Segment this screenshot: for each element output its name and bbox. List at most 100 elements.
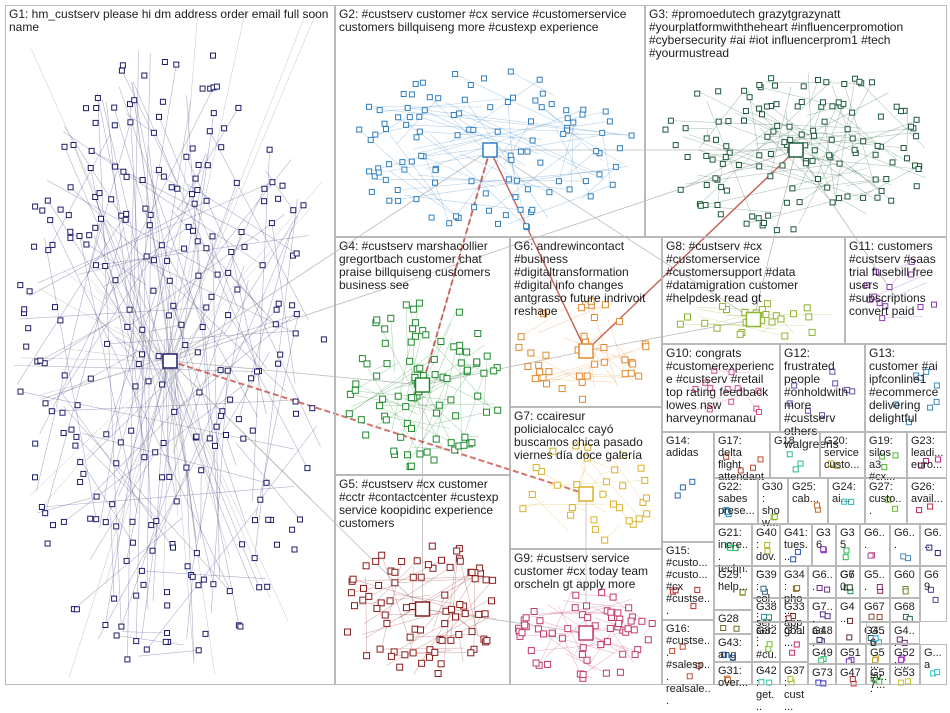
- group-box-g73: G73: [808, 664, 836, 685]
- group-box-g35: G35: [836, 524, 860, 566]
- group-label: G8: #custserv #cx #customerservice #cust…: [666, 240, 842, 305]
- group-label: G15: #custo... #custo... #cx #custse...: [666, 545, 711, 617]
- group-box-g4: G4: #custserv marshacollier gregortbach …: [335, 237, 510, 475]
- group-label: G27: custo...: [869, 481, 904, 517]
- group-box-g13: G13: customer #ai ipfconline1 #ecommerce…: [865, 344, 947, 432]
- group-label: G30: show...: [762, 481, 785, 529]
- group-label: G16: #custse... #salesp... realsale...: [666, 623, 711, 707]
- group-label: G47: [840, 667, 863, 679]
- group-label: G5: #custserv #cx customer #cctr #contac…: [339, 478, 507, 530]
- group-box-g57: G57...: [866, 664, 890, 685]
- group-box-g24: G24: ai...: [828, 478, 865, 524]
- group-box-g28: G28: [714, 610, 752, 634]
- group-box-g51: G51: [836, 644, 866, 664]
- group-box-g10: G10: congrats #customerexperience #custs…: [662, 344, 780, 432]
- group-box-g52: G52: ...: [890, 644, 920, 664]
- group-box-g6c: G6...: [890, 524, 920, 566]
- group-box-g53: G53: [890, 664, 920, 685]
- group-label: G42: get...: [756, 665, 777, 713]
- group-box-g5x: G5...: [860, 566, 890, 598]
- group-label: G60: [894, 569, 917, 581]
- group-label: G22: sabes prese...: [718, 481, 755, 517]
- group-label: G13: customer #ai ipfconline1 #ecommerce…: [869, 347, 944, 425]
- group-box-g69: G69: [920, 566, 947, 622]
- group-box-g23: G23: leadi... euro...: [907, 432, 947, 478]
- group-box-g16: G16: #custse... #salesp... realsale...: [662, 620, 714, 685]
- group-label: G29: help...: [718, 569, 749, 593]
- group-box-g1: G1: hm_custserv please hi dm address ord…: [5, 5, 335, 685]
- group-label: G4...: [840, 601, 857, 625]
- group-label: G51: [840, 647, 863, 659]
- group-box-g43: G43: ang: [714, 634, 752, 662]
- group-label: G18: [774, 435, 817, 447]
- group-box-g56: G56: [866, 622, 890, 644]
- group-box-g48: G48: [808, 622, 836, 644]
- group-box-g22: G22: sabes prese...: [714, 478, 758, 524]
- group-label: G... a: [924, 647, 944, 671]
- group-label: G67: [864, 601, 887, 613]
- group-box-g15: G15: #custo... #custo... #cx #custse...: [662, 542, 714, 620]
- group-box-g60: G60: [890, 566, 920, 598]
- group-box-g6: G6: andrewincontact #business #digitaltr…: [510, 237, 662, 407]
- group-label: G24: ai...: [832, 481, 862, 505]
- group-label: G69: [924, 569, 944, 593]
- group-box-g68: G68: [890, 598, 920, 622]
- group-box-g9: G9: #custserv service customer #cx today…: [510, 549, 662, 685]
- group-box-g39: G39: col... ser...: [752, 566, 780, 598]
- group-box-g30: G30: show...: [758, 478, 788, 524]
- group-box-g41: G41: tues...: [780, 524, 812, 566]
- group-label: G4: #custserv marshacollier gregortbach …: [339, 240, 507, 292]
- group-label: G73: [812, 667, 833, 679]
- group-box-g3: G3: #promoedutech grazytgrazynatt #yourp…: [645, 5, 947, 237]
- group-box-g12: G12: frustrated people #onholdwith more …: [780, 344, 865, 432]
- group-box-g37: G37: cust...: [780, 662, 808, 685]
- group-label: G6...: [924, 527, 944, 551]
- group-box-g7: G7: ccairesur policialocalcc cayó buscam…: [510, 407, 662, 549]
- group-box-g6f: G6...: [920, 524, 947, 566]
- group-box-g32: G32: #cu...: [752, 622, 780, 662]
- group-box-g6d: G6...: [808, 566, 836, 598]
- group-box-g18: G18: [770, 432, 820, 478]
- group-box-g7x: G7... ad...: [808, 598, 836, 622]
- group-label: G7...: [784, 625, 805, 649]
- group-label: G36: [816, 527, 833, 551]
- group-label: G1: hm_custserv please hi dm address ord…: [9, 8, 332, 34]
- group-box-g6g: G... a: [920, 644, 947, 685]
- group-box-g31: G31: over...: [714, 662, 752, 685]
- group-box-g70: G70: [836, 566, 860, 598]
- group-box-g49: G49: [808, 644, 836, 664]
- group-box-g6b: G6...: [860, 524, 890, 566]
- group-label: G2: #custserv customer #cx service #cust…: [339, 8, 642, 34]
- group-box-g67: G67: [860, 598, 890, 622]
- group-label: G56: [870, 625, 887, 649]
- group-box-g19: G19: silos a3 #cx...: [865, 432, 907, 478]
- group-label: G48: [812, 625, 833, 637]
- group-box-g11: G11: customers #custserv #saas trial fus…: [845, 237, 947, 344]
- group-label: G28: [718, 613, 749, 625]
- group-box-g27: G27: custo...: [865, 478, 907, 524]
- group-label: G26: avail...: [911, 481, 944, 505]
- group-label: G31: over...: [718, 665, 749, 689]
- group-label: G5...: [864, 569, 887, 593]
- group-label: G70: [840, 569, 857, 593]
- group-box-g42: G42: get...: [752, 662, 780, 685]
- group-label: G6...: [812, 569, 833, 593]
- group-label: G25: cab...: [792, 481, 825, 505]
- group-label: G6...: [894, 527, 917, 551]
- group-box-g7y: G7...: [780, 622, 808, 662]
- group-box-g14: G14: adidas: [662, 432, 714, 542]
- group-box-g38: G38: ser...: [752, 598, 780, 622]
- group-label: G17: delta flight attendant: [718, 435, 767, 483]
- group-box-g34: G34: pho... app: [780, 566, 808, 598]
- group-box-g2: G2: #custserv customer #cx service #cust…: [335, 5, 645, 237]
- group-label: G68: [894, 601, 917, 613]
- group-label: G49: [812, 647, 833, 659]
- group-label: G53: [894, 667, 917, 679]
- group-box-g20: G20: service custo...: [820, 432, 865, 478]
- group-box-g4z: G4...: [890, 622, 920, 644]
- group-label: G41: tues...: [784, 527, 809, 563]
- group-label: G7: ccairesur policialocalcc cayó buscam…: [514, 410, 659, 462]
- group-box-g29: G29: help...: [714, 566, 752, 610]
- group-box-g26: G26: avail...: [907, 478, 947, 524]
- group-box-g4x: G4...: [836, 598, 860, 644]
